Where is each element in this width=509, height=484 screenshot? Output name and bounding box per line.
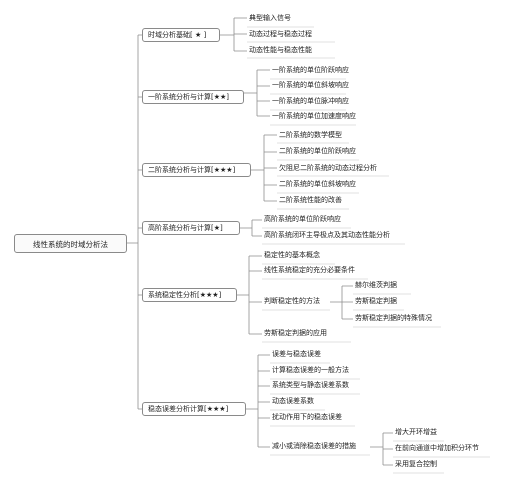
leaf-item: 稳定性的基本概念 xyxy=(264,251,320,259)
leaf-item: 动态误差系数 xyxy=(272,397,314,405)
branch-time-domain-basics: 时域分析基础[ ★ ] xyxy=(142,28,220,42)
leaf-item: 二阶系统的数学模型 xyxy=(279,131,342,139)
leaf-item: 欠阻尼二阶系统的动态过程分析 xyxy=(279,164,377,172)
branch-higher-order-system: 高阶系统分析与计算[★] xyxy=(142,221,240,235)
sub-leaf-item: 劳斯稳定判据的特殊情况 xyxy=(355,314,432,322)
leaf-item: 二阶系统的单位阶跃响应 xyxy=(279,147,356,155)
branch-stability-analysis: 系统稳定性分析[★★★] xyxy=(142,288,237,302)
leaf-item: 高阶系统闭环主导极点及其动态性能分析 xyxy=(264,231,390,239)
leaf-item: 判断稳定性的方法 xyxy=(264,297,320,305)
leaf-item: 一阶系统的单位斜坡响应 xyxy=(272,81,349,89)
leaf-item: 动态过程与稳态过程 xyxy=(249,30,312,38)
leaf-item: 一阶系统的单位阶跃响应 xyxy=(272,66,349,74)
sub-leaf-item: 增大开环增益 xyxy=(395,428,437,436)
branch-first-order-system: 一阶系统分析与计算[★★] xyxy=(142,90,244,104)
branch-second-order-system: 二阶系统分析与计算[★★★] xyxy=(142,163,251,177)
leaf-item: 高阶系统的单位阶跃响应 xyxy=(264,215,341,223)
sub-leaf-item: 劳斯稳定判据 xyxy=(355,297,397,305)
leaf-item: 计算稳态误差的一般方法 xyxy=(272,366,349,374)
leaf-item: 典型输入信号 xyxy=(249,14,291,22)
leaf-item: 扰动作用下的稳态误差 xyxy=(272,413,342,421)
leaf-item: 二阶系统性能的改善 xyxy=(279,196,342,204)
leaf-item: 误差与稳态误差 xyxy=(272,350,321,358)
sub-leaf-item: 在前向通道中增加积分环节 xyxy=(395,444,479,452)
leaf-item: 线性系统稳定的充分必要条件 xyxy=(264,266,355,274)
sub-leaf-item: 赫尔维茨判据 xyxy=(355,281,397,289)
leaf-item: 减小或消除稳态误差的措施 xyxy=(272,442,356,450)
root-node: 线性系统的时域分析法 xyxy=(14,234,127,253)
leaf-item: 二阶系统的单位斜坡响应 xyxy=(279,180,356,188)
leaf-item: 一阶系统的单位加速度响应 xyxy=(272,112,356,120)
leaf-item: 一阶系统的单位脉冲响应 xyxy=(272,97,349,105)
leaf-item: 系统类型与静态误差系数 xyxy=(272,381,349,389)
sub-leaf-item: 采用复合控制 xyxy=(395,460,437,468)
leaf-item: 动态性能与稳态性能 xyxy=(249,46,312,54)
branch-steady-state-error: 稳态误差分析计算[★★★] xyxy=(142,402,246,416)
leaf-item: 劳斯稳定判据的应用 xyxy=(264,329,327,337)
